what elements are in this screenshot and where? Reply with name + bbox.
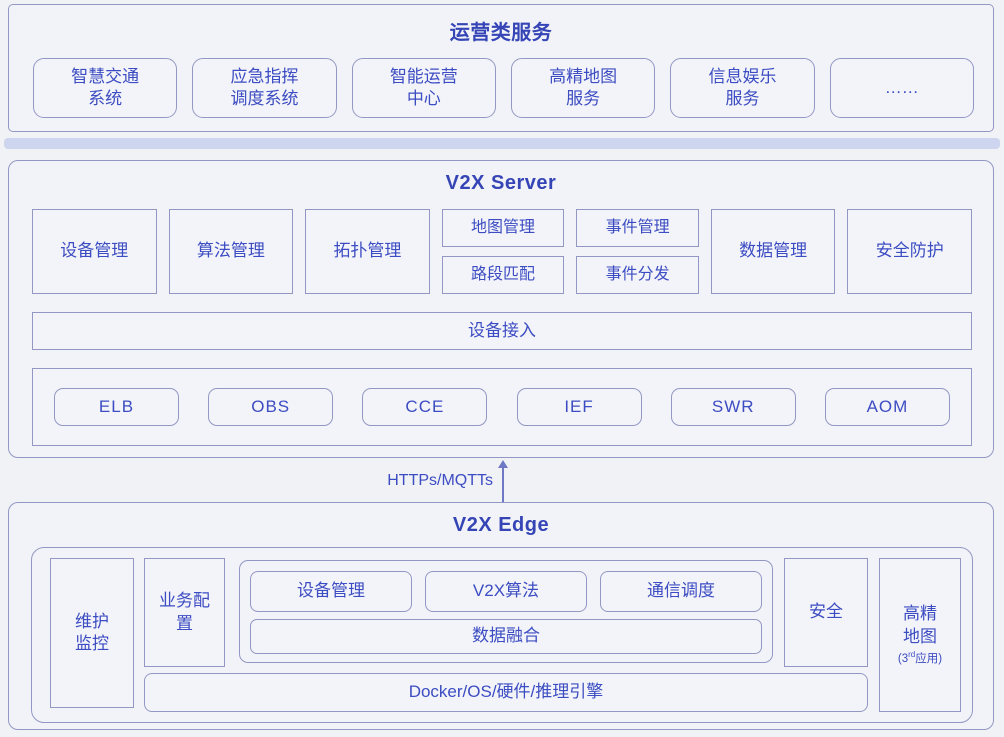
box-ief: IEF xyxy=(516,388,642,426)
operations-boxes-row: 智慧交通 系统 应急指挥 调度系统 智能运营 中心 高精地图 服务 信息娱乐 服… xyxy=(33,58,974,118)
arrow-shaft xyxy=(502,467,504,502)
edge-apps-container: 设备管理 V2X算法 通信调度 数据融合 xyxy=(239,560,773,663)
server-modules-row: 设备管理 算法管理 拓扑管理 地图管理 路段匹配 事件管理 事件分发 数据管理 … xyxy=(32,209,973,294)
box-v2x-algorithm: V2X算法 xyxy=(425,571,587,612)
box-data-fusion: 数据融合 xyxy=(250,619,762,654)
box-topology-management: 拓扑管理 xyxy=(305,209,430,294)
operations-section-title: 运营类服务 xyxy=(449,22,553,44)
box-ellipsis-more-services: …… xyxy=(829,58,974,118)
box-device-access-bar: 设备接入 xyxy=(32,312,972,350)
box-device-management: 设备管理 xyxy=(32,209,157,294)
event-modules-stack: 事件管理 事件分发 xyxy=(576,209,699,294)
box-swr: SWR xyxy=(670,388,796,426)
box-road-segment-matching: 路段匹配 xyxy=(441,256,565,294)
arrow-up-icon xyxy=(498,460,508,468)
box-security-protection: 安全防护 xyxy=(847,209,973,294)
box-edge-hd-map: 高精 地图 (3rd应用) xyxy=(879,558,961,712)
box-event-distribution: 事件分发 xyxy=(576,256,699,294)
section-divider-bar xyxy=(4,138,1000,149)
box-elb: ELB xyxy=(54,388,179,426)
operations-services-section: 运营类服务 智慧交通 系统 应急指挥 调度系统 智能运营 中心 高精地图 服务 … xyxy=(8,4,994,132)
box-algorithm-management: 算法管理 xyxy=(168,209,294,294)
v2x-server-title: V2X Server xyxy=(445,172,557,194)
box-cce: CCE xyxy=(362,388,488,426)
v2x-server-section: V2X Server 设备管理 算法管理 拓扑管理 地图管理 路段匹配 事件管理… xyxy=(8,160,994,458)
box-intelligent-operation-center: 智能运营 中心 xyxy=(351,58,496,118)
box-emergency-dispatch-system: 应急指挥 调度系统 xyxy=(192,58,337,118)
box-event-management: 事件管理 xyxy=(576,209,699,247)
v2x-edge-section: V2X Edge 维护 监控 业务配 置 设备管理 V2X算法 通信调度 数据融… xyxy=(8,502,994,730)
hd-map-3rd-app-note: (3rd应用) xyxy=(897,649,943,665)
edge-inner-container: 维护 监控 业务配 置 设备管理 V2X算法 通信调度 数据融合 安全 高精 地… xyxy=(31,547,973,723)
map-modules-stack: 地图管理 路段匹配 xyxy=(441,209,565,294)
box-business-configuration: 业务配 置 xyxy=(144,558,225,667)
v2x-edge-title: V2X Edge xyxy=(452,514,550,536)
protocol-label: HTTPs/MQTTs xyxy=(387,472,493,489)
box-map-management: 地图管理 xyxy=(441,209,565,247)
box-hd-map-service: 高精地图 服务 xyxy=(510,58,656,118)
hd-map-name: 高精 地图 xyxy=(903,604,937,646)
box-maintenance-monitoring: 维护 监控 xyxy=(50,558,134,708)
box-edge-security: 安全 xyxy=(784,558,868,667)
box-infotainment-service: 信息娱乐 服务 xyxy=(670,58,815,118)
edge-apps-row: 设备管理 V2X算法 通信调度 xyxy=(250,571,762,612)
edge-to-server-link: HTTPs/MQTTs xyxy=(0,458,1004,502)
box-data-management: 数据管理 xyxy=(710,209,836,294)
box-edge-device-management: 设备管理 xyxy=(250,571,412,612)
box-docker-os-hardware-engine: Docker/OS/硬件/推理引擎 xyxy=(144,673,868,712)
box-communication-scheduling: 通信调度 xyxy=(600,571,762,612)
box-obs: OBS xyxy=(208,388,334,426)
box-smart-traffic-system: 智慧交通 系统 xyxy=(33,58,178,118)
cloud-services-container: ELB OBS CCE IEF SWR AOM xyxy=(32,368,972,446)
box-aom: AOM xyxy=(824,388,950,426)
